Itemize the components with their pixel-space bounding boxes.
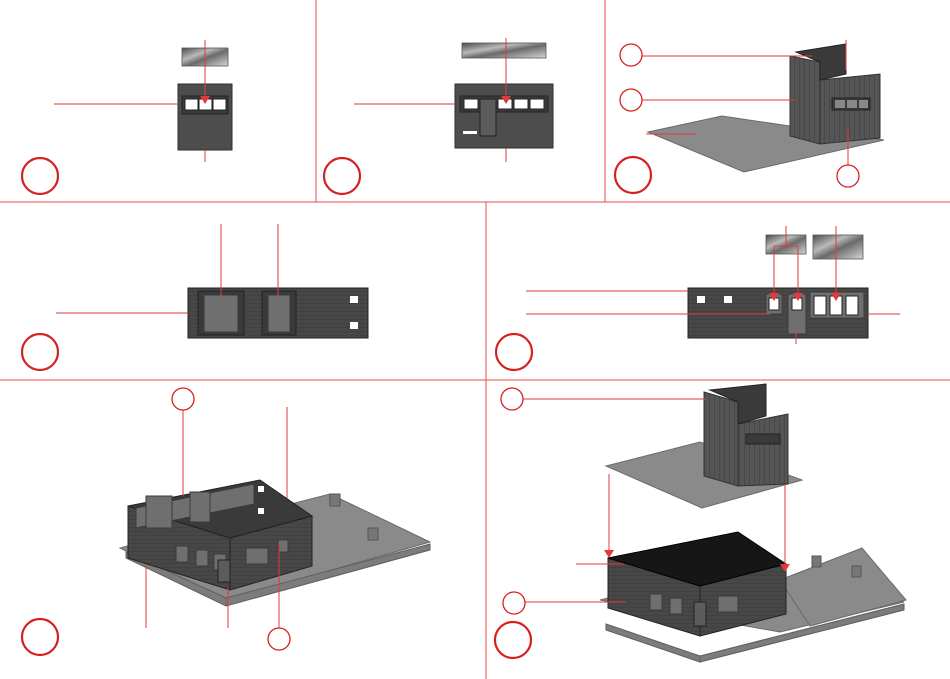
window-pane: [859, 100, 868, 108]
window-pane: [846, 296, 858, 315]
part-callout-circle: [172, 388, 194, 410]
part-callout-circle: [503, 592, 525, 614]
part-callout-circle: [268, 628, 290, 650]
opening: [258, 508, 264, 514]
step-4-panel: [22, 224, 368, 370]
opening: [258, 486, 264, 492]
side-wall: [704, 392, 738, 486]
window-pane: [464, 99, 478, 109]
step-4-circle: [22, 334, 58, 370]
window-frame: [246, 548, 268, 564]
base-post: [852, 566, 861, 577]
step-1-panel: [22, 40, 232, 194]
window-pane: [792, 298, 802, 310]
front-door: [218, 560, 230, 582]
step-2-panel: [324, 38, 553, 194]
step-3-panel: [615, 40, 884, 193]
window-pane: [835, 100, 845, 108]
step-5-circle: [496, 334, 532, 370]
wall-panel: [455, 84, 553, 148]
base-post: [812, 556, 821, 567]
window-pane: [530, 99, 544, 109]
part-callout-circle: [620, 89, 642, 111]
opening: [697, 296, 705, 303]
front-door: [694, 602, 706, 626]
window-pane: [514, 99, 528, 109]
window-frame: [176, 546, 188, 562]
step-3-circle: [615, 157, 651, 193]
base-post: [330, 494, 340, 506]
window-glass-part: [813, 235, 863, 259]
part-callout-circle: [837, 165, 859, 187]
window-pane: [814, 296, 826, 315]
step-6-panel: [22, 388, 430, 655]
base-post: [368, 528, 378, 540]
opening: [724, 296, 732, 303]
window-frame: [196, 550, 208, 566]
step-5-panel: [496, 226, 900, 370]
window-frame: [746, 434, 780, 444]
step-2-circle: [324, 158, 360, 194]
step-1-circle: [22, 158, 58, 194]
inner-door: [146, 496, 172, 528]
door-opening: [480, 99, 496, 136]
step-7-circle: [495, 622, 531, 658]
opening: [350, 322, 358, 329]
step-6-circle: [22, 619, 58, 655]
door-panel: [268, 295, 290, 332]
window-frame: [650, 594, 662, 610]
window-frame: [670, 598, 682, 614]
front-wall: [738, 414, 788, 486]
part-callout-circle: [620, 44, 642, 66]
door-panel: [204, 295, 238, 332]
window-glass-part: [462, 43, 546, 58]
window-pane: [185, 99, 198, 110]
window-pane: [213, 99, 226, 110]
step-7-panel: [495, 384, 906, 662]
window-pane: [847, 100, 857, 108]
inner-door: [190, 492, 210, 522]
window-frame: [718, 596, 738, 612]
part-callout-circle: [501, 388, 523, 410]
step-detail: [463, 131, 477, 134]
opening: [350, 296, 358, 303]
